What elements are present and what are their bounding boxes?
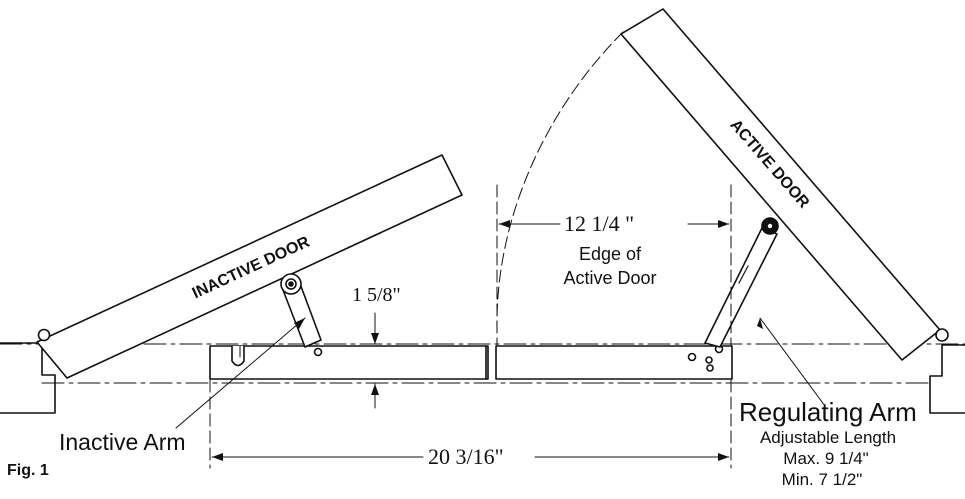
figure-caption: Fig. 1 [7,462,49,479]
max-length-label: Max. 9 1/4" [783,449,868,468]
active-door-pivot [935,328,949,342]
adjustable-length-label: Adjustable Length [760,428,896,447]
inactive-arm-leader [175,317,306,429]
channel-notch [231,345,245,367]
dimension-edge-width: 12 1/4 " [564,211,634,236]
coordinator-channel-right [495,345,733,380]
regulating-arm [704,227,778,348]
dimension-top-offset: 1 5/8" [352,284,401,306]
inactive-door-pivot [37,328,51,342]
dimension-overall-width: 20 3/16" [428,444,504,469]
coordinator-channel-left [209,345,489,380]
min-length-label: Min. 7 1/2" [782,470,863,489]
right-frame [929,344,965,414]
left-frame [0,342,56,414]
inactive-door [36,154,463,379]
regulating-arm-leader [759,317,826,407]
edge-label-line1: Edge of [579,244,642,264]
regulating-arm-label: Regulating Arm [739,397,917,427]
edge-label-line2: Active Door [563,268,656,288]
swing-arc [496,31,624,331]
inactive-arm-label: Inactive Arm [59,429,186,455]
